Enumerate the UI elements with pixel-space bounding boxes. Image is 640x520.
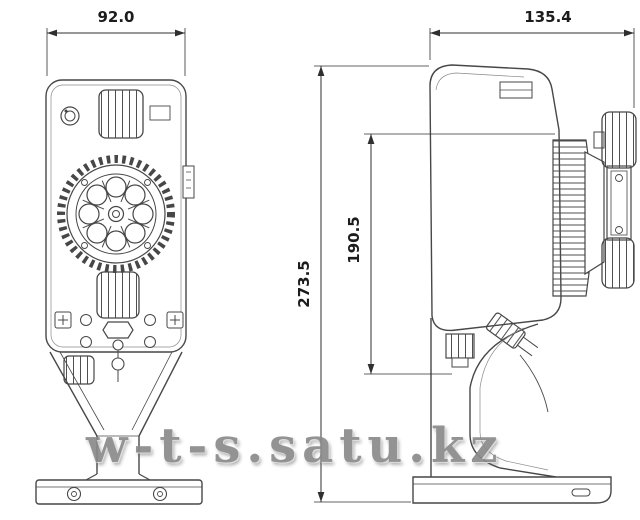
side-top-valve-knob <box>601 111 637 169</box>
side-tube <box>519 354 549 413</box>
front-base-plate <box>35 479 203 505</box>
front-stand-port <box>111 357 125 371</box>
front-bottom-knob <box>96 271 140 319</box>
front-pump-head-dial <box>57 155 175 273</box>
front-lower-controls <box>54 311 184 348</box>
side-angled-fitting <box>485 312 539 357</box>
side-bottom-valve-knob <box>601 237 635 289</box>
pump-side-body <box>412 64 637 504</box>
front-view <box>35 79 203 505</box>
dim-label-front-width: 92.0 <box>97 8 134 26</box>
dim-label-overall-depth: 135.4 <box>524 8 571 26</box>
front-switch <box>149 105 171 121</box>
front-outlet <box>112 339 124 351</box>
front-top-knob <box>98 89 144 139</box>
side-base-plate <box>412 476 612 504</box>
front-cable-gland <box>63 355 95 385</box>
dial-screws <box>81 179 151 249</box>
side-pedestal <box>430 318 557 478</box>
front-hex-nut <box>102 321 134 339</box>
side-housing <box>429 64 562 332</box>
side-head-flange <box>584 151 605 276</box>
dial-teeth-ring <box>57 155 175 273</box>
dim-label-body-height: 190.5 <box>345 216 363 263</box>
side-base-slot <box>571 488 591 497</box>
front-indicator-lamp <box>60 106 80 126</box>
side-valve-screw <box>615 174 623 182</box>
side-view <box>412 64 637 504</box>
dial-rollers <box>78 176 154 252</box>
dim-label-overall-height: 273.5 <box>295 260 313 307</box>
dimension-front-width: 92.0 <box>46 8 186 76</box>
pump-front-body <box>35 79 203 505</box>
front-side-connector <box>182 165 195 199</box>
side-valve-screw <box>615 226 623 234</box>
dimension-body-height: 190.5 <box>345 133 555 375</box>
plus-icon <box>170 315 180 325</box>
dimension-overall-depth: 135.4 <box>429 8 635 108</box>
dimension-overall-height: 273.5 <box>295 65 429 503</box>
side-cable-gland <box>445 333 475 359</box>
plus-icon <box>58 315 68 325</box>
side-gland-nut <box>451 357 469 368</box>
